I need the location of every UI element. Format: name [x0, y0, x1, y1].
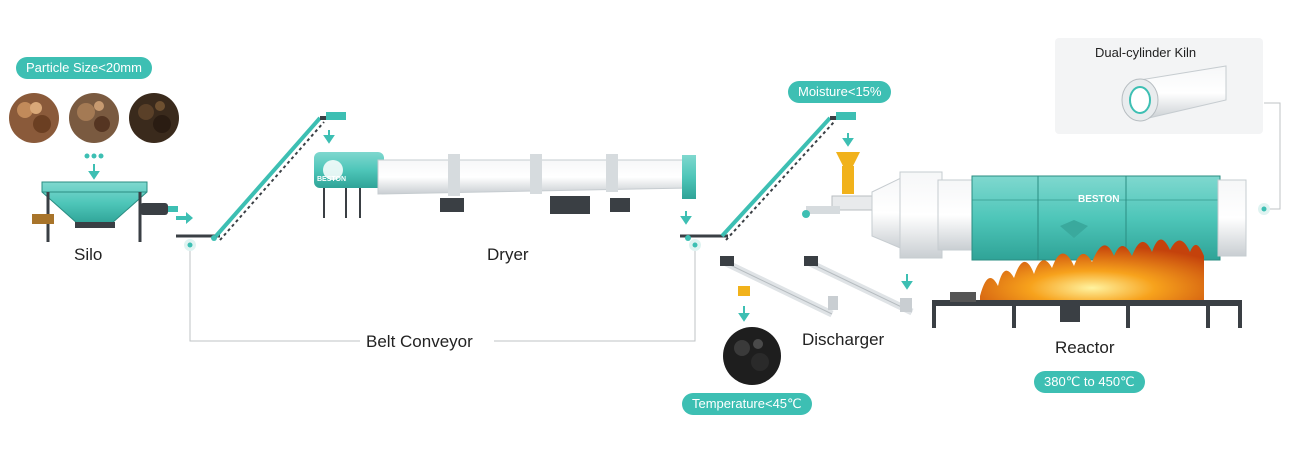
- arrow-icon: [176, 212, 193, 224]
- reactor-frame: [932, 292, 1242, 328]
- silo-feed-arrow: [84, 153, 104, 180]
- kiln-label: Dual-cylinder Kiln: [1095, 45, 1197, 60]
- reactor-temp-badge: 380℃ to 450℃: [1034, 371, 1145, 393]
- dryer-machine: [314, 152, 696, 225]
- dryer-label: Dryer: [487, 245, 529, 264]
- reactor-logo: BESTON: [1078, 194, 1120, 205]
- connector-lines: [189, 102, 1281, 342]
- kiln-image: [1121, 65, 1227, 122]
- discharger-screw-2: [804, 256, 914, 316]
- discharger-screw-1: [720, 256, 838, 322]
- dryer-logo: BESTON: [317, 176, 347, 183]
- raw-material-images: [9, 93, 179, 143]
- reactor-machine: [871, 171, 1247, 261]
- belt-conveyor-1: [176, 112, 346, 241]
- fire-graphic: [980, 239, 1204, 300]
- belt-conveyor-label: Belt Conveyor: [366, 332, 473, 351]
- particle-size-badge: Particle Size<20mm: [16, 57, 152, 79]
- moisture-badge: Moisture<15%: [788, 81, 892, 103]
- silo-label: Silo: [74, 245, 103, 264]
- connector-dots: [184, 203, 1270, 251]
- temperature-badge: Temperature<45℃: [682, 393, 812, 415]
- belt-conveyor-2: [680, 112, 856, 241]
- discharger-label: Discharger: [802, 330, 885, 349]
- reactor-label: Reactor: [1055, 338, 1115, 357]
- feeder-machine: [802, 152, 873, 218]
- silo-machine: [32, 181, 178, 242]
- char-output-image: [723, 327, 781, 385]
